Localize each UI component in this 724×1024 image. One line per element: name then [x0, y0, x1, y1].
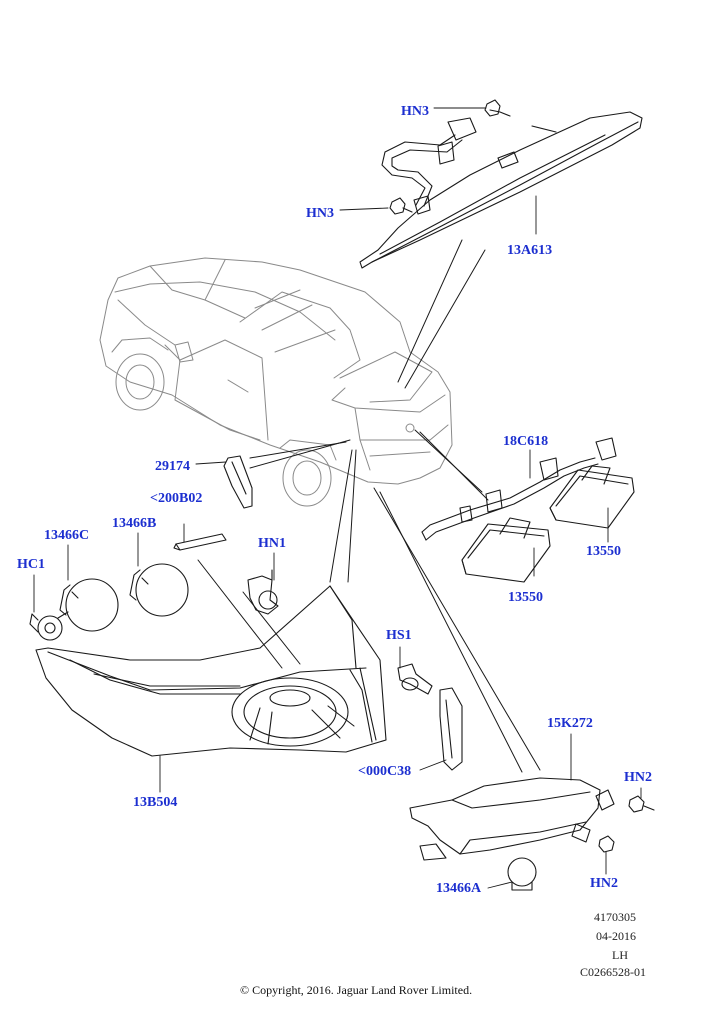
callout-13a613[interactable]: 13A613 [507, 243, 553, 258]
leader-lines [195, 239, 541, 773]
callout-18c618[interactable]: 18C618 [503, 434, 549, 449]
callout-13b504[interactable]: 13B504 [133, 795, 178, 810]
bulb-13466a-icon [507, 857, 537, 891]
callout-200b02[interactable]: <200B02 [150, 491, 203, 506]
hn3-nut-mid-icon [389, 197, 413, 215]
number-plate-lamp-right [549, 465, 635, 529]
illustration-ref-number: 4170305 [594, 910, 636, 924]
illustration-code: C0266528-01 [580, 965, 646, 979]
callout-13466a[interactable]: 13466A [436, 881, 482, 896]
bulb-13466c-icon [59, 578, 119, 632]
hn3-nut-top-icon [484, 99, 511, 117]
callout-leaders [33, 107, 642, 889]
number-plate-lamp-left [461, 517, 551, 583]
bulb-holder-hn1-icon [247, 569, 279, 615]
callout-000c38[interactable]: <000C38 [358, 764, 412, 779]
bulb-holder-hc1-icon [29, 611, 69, 641]
callout-hn3-top[interactable]: HN3 [401, 104, 429, 119]
callout-13550-right[interactable]: 13550 [586, 544, 621, 559]
copyright-notice: © Copyright, 2016. Jaguar Land Rover Lim… [240, 983, 473, 997]
tail-lamp-assembly-13b504 [35, 585, 387, 757]
callout-13550-left[interactable]: 13550 [508, 590, 543, 605]
callout-13466c[interactable]: 13466C [44, 528, 90, 543]
number-plate-lamp-harness [421, 437, 617, 541]
illustration-side: LH [612, 948, 628, 962]
stop-lamp-harness [381, 117, 477, 215]
screw-hs1-icon [397, 663, 433, 695]
callout-hn1[interactable]: HN1 [258, 536, 286, 551]
nut-hn2-top-icon [628, 795, 655, 813]
callout-hn2-top[interactable]: HN2 [624, 770, 652, 785]
vehicle-outline [99, 257, 453, 507]
callout-hn2-bottom[interactable]: HN2 [590, 876, 618, 891]
callout-29174[interactable]: 29174 [155, 459, 190, 474]
reflector-29174 [223, 455, 253, 509]
side-reflector-000c38 [439, 687, 463, 771]
callout-hs1[interactable]: HS1 [386, 628, 412, 643]
illustration-date: 04-2016 [596, 929, 636, 943]
bulb-13466b-icon [129, 563, 189, 617]
callout-13466b[interactable]: 13466B [112, 516, 157, 531]
callout-hn3-mid[interactable]: HN3 [306, 206, 334, 221]
reflector-strip-200b02 [173, 533, 227, 551]
nut-hn2-bottom-icon [598, 835, 615, 853]
high-mounted-stop-lamp [359, 111, 643, 269]
rear-fog-lamp-15k272 [409, 777, 615, 861]
callout-15k272[interactable]: 15K272 [547, 716, 593, 731]
callout-hc1[interactable]: HC1 [17, 557, 45, 572]
